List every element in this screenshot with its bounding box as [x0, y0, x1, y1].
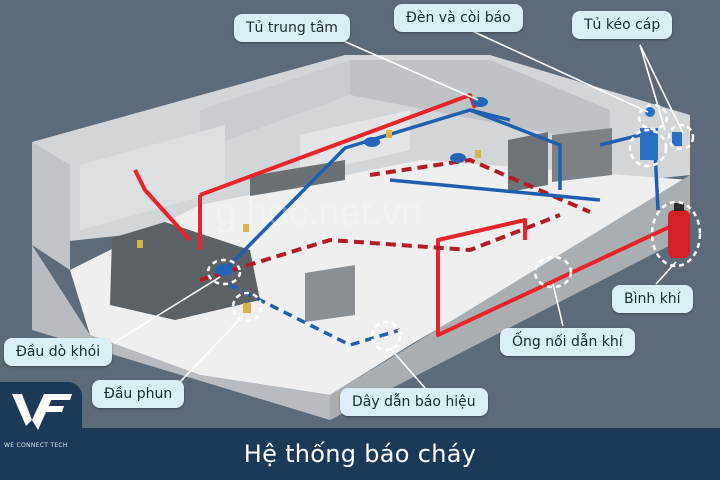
watermark: g hoc.net.vn [215, 192, 422, 234]
leader-line-ong-noi-dan-khi [552, 283, 564, 327]
cable-cabinet-icon [672, 132, 682, 146]
smoke-detector-icon [450, 153, 466, 163]
sprinkler-head-icon [475, 150, 481, 158]
highlight-ring [533, 255, 573, 289]
leader-line-den-coi-bao [469, 29, 649, 113]
floor-opening [110, 222, 260, 320]
server-rack-b [552, 128, 612, 182]
signal-wire-to-panel [469, 108, 562, 190]
server-rack-c [305, 265, 355, 322]
highlight-ring [637, 103, 669, 131]
sprinkler-head-icon [243, 224, 249, 232]
signal-wire-right [389, 178, 601, 202]
leader-line-binh-khi [655, 261, 677, 285]
front-right-wall [330, 175, 690, 420]
leader-line-day-dan-bao-hieu [389, 347, 426, 389]
front-left-wall [32, 245, 330, 420]
floor [70, 160, 690, 395]
callout-tu-trung-tam: Tủ trung tâm [234, 14, 350, 42]
gas-pipe-dashed-b [369, 157, 591, 214]
sprinkler-head-icon [386, 130, 392, 138]
highlight-ring [667, 123, 695, 151]
leader-line-tu-keo-cap-2 [639, 44, 684, 134]
leader-lines [114, 29, 684, 389]
building [32, 55, 690, 420]
counter-desk [250, 160, 345, 196]
footer-banner: Hệ thống báo cháy [0, 428, 720, 480]
alarm-light-icon [645, 107, 655, 117]
callout-dau-phun: Đầu phun [92, 380, 185, 408]
highlight-ring [650, 200, 702, 268]
sprinkler-head-icon [243, 303, 251, 313]
signal-wire-main [223, 108, 511, 272]
highlight-ring [206, 258, 242, 286]
highlight-rings [206, 103, 702, 352]
signal-wire-dashed [229, 283, 401, 347]
sprinkler-head-icon [137, 240, 143, 248]
callout-dau-do-khoi: Đầu dò khói [4, 338, 113, 366]
callout-ong-noi-dan-khi: Ống nối dẫn khí [500, 328, 635, 356]
gas-pipe-front [436, 220, 681, 337]
smoke-detector-icon [215, 264, 233, 276]
smoke-detector-icon [364, 137, 380, 147]
highlight-ring [231, 291, 263, 323]
footer-title: Hệ thống báo cháy [243, 440, 477, 468]
callout-day-dan-bao-hieu: Dây dẫn báo hiệu [340, 388, 488, 416]
gas-pipe-feed-left [133, 169, 192, 242]
gas-cylinder-icon [668, 210, 690, 258]
server-rack-a [508, 132, 548, 192]
leader-line-tu-trung-tam [329, 34, 479, 101]
control-panel-icon [640, 128, 658, 160]
devices [137, 97, 690, 313]
vf-logo-icon [12, 394, 72, 430]
gas-pipe-riser [436, 218, 527, 300]
callout-binh-khi: Bình khí [612, 285, 693, 313]
brand-tagline: WE CONNECT TECH [4, 442, 68, 449]
partition-wall-left [200, 60, 350, 150]
cabinet-row-left [80, 125, 225, 230]
leader-line-dau-do-khoi [114, 276, 221, 343]
leader-line-dau-phun [179, 315, 244, 383]
highlight-ring [370, 320, 402, 352]
callout-tu-keo-cap: Tủ kéo cáp [572, 11, 673, 39]
gas-pipe-underfloor [199, 157, 591, 282]
left-wall [32, 142, 70, 270]
callout-den-coi-bao: Đèn và còi báo [394, 4, 523, 32]
gas-pipe-dashed-a [199, 213, 561, 282]
leader-line-tu-keo-cap [639, 44, 666, 131]
signal-wire-underfloor [229, 283, 401, 347]
highlight-ring [628, 128, 668, 168]
brand-logo [0, 382, 82, 446]
gas-cylinder-valve-icon [674, 203, 684, 211]
